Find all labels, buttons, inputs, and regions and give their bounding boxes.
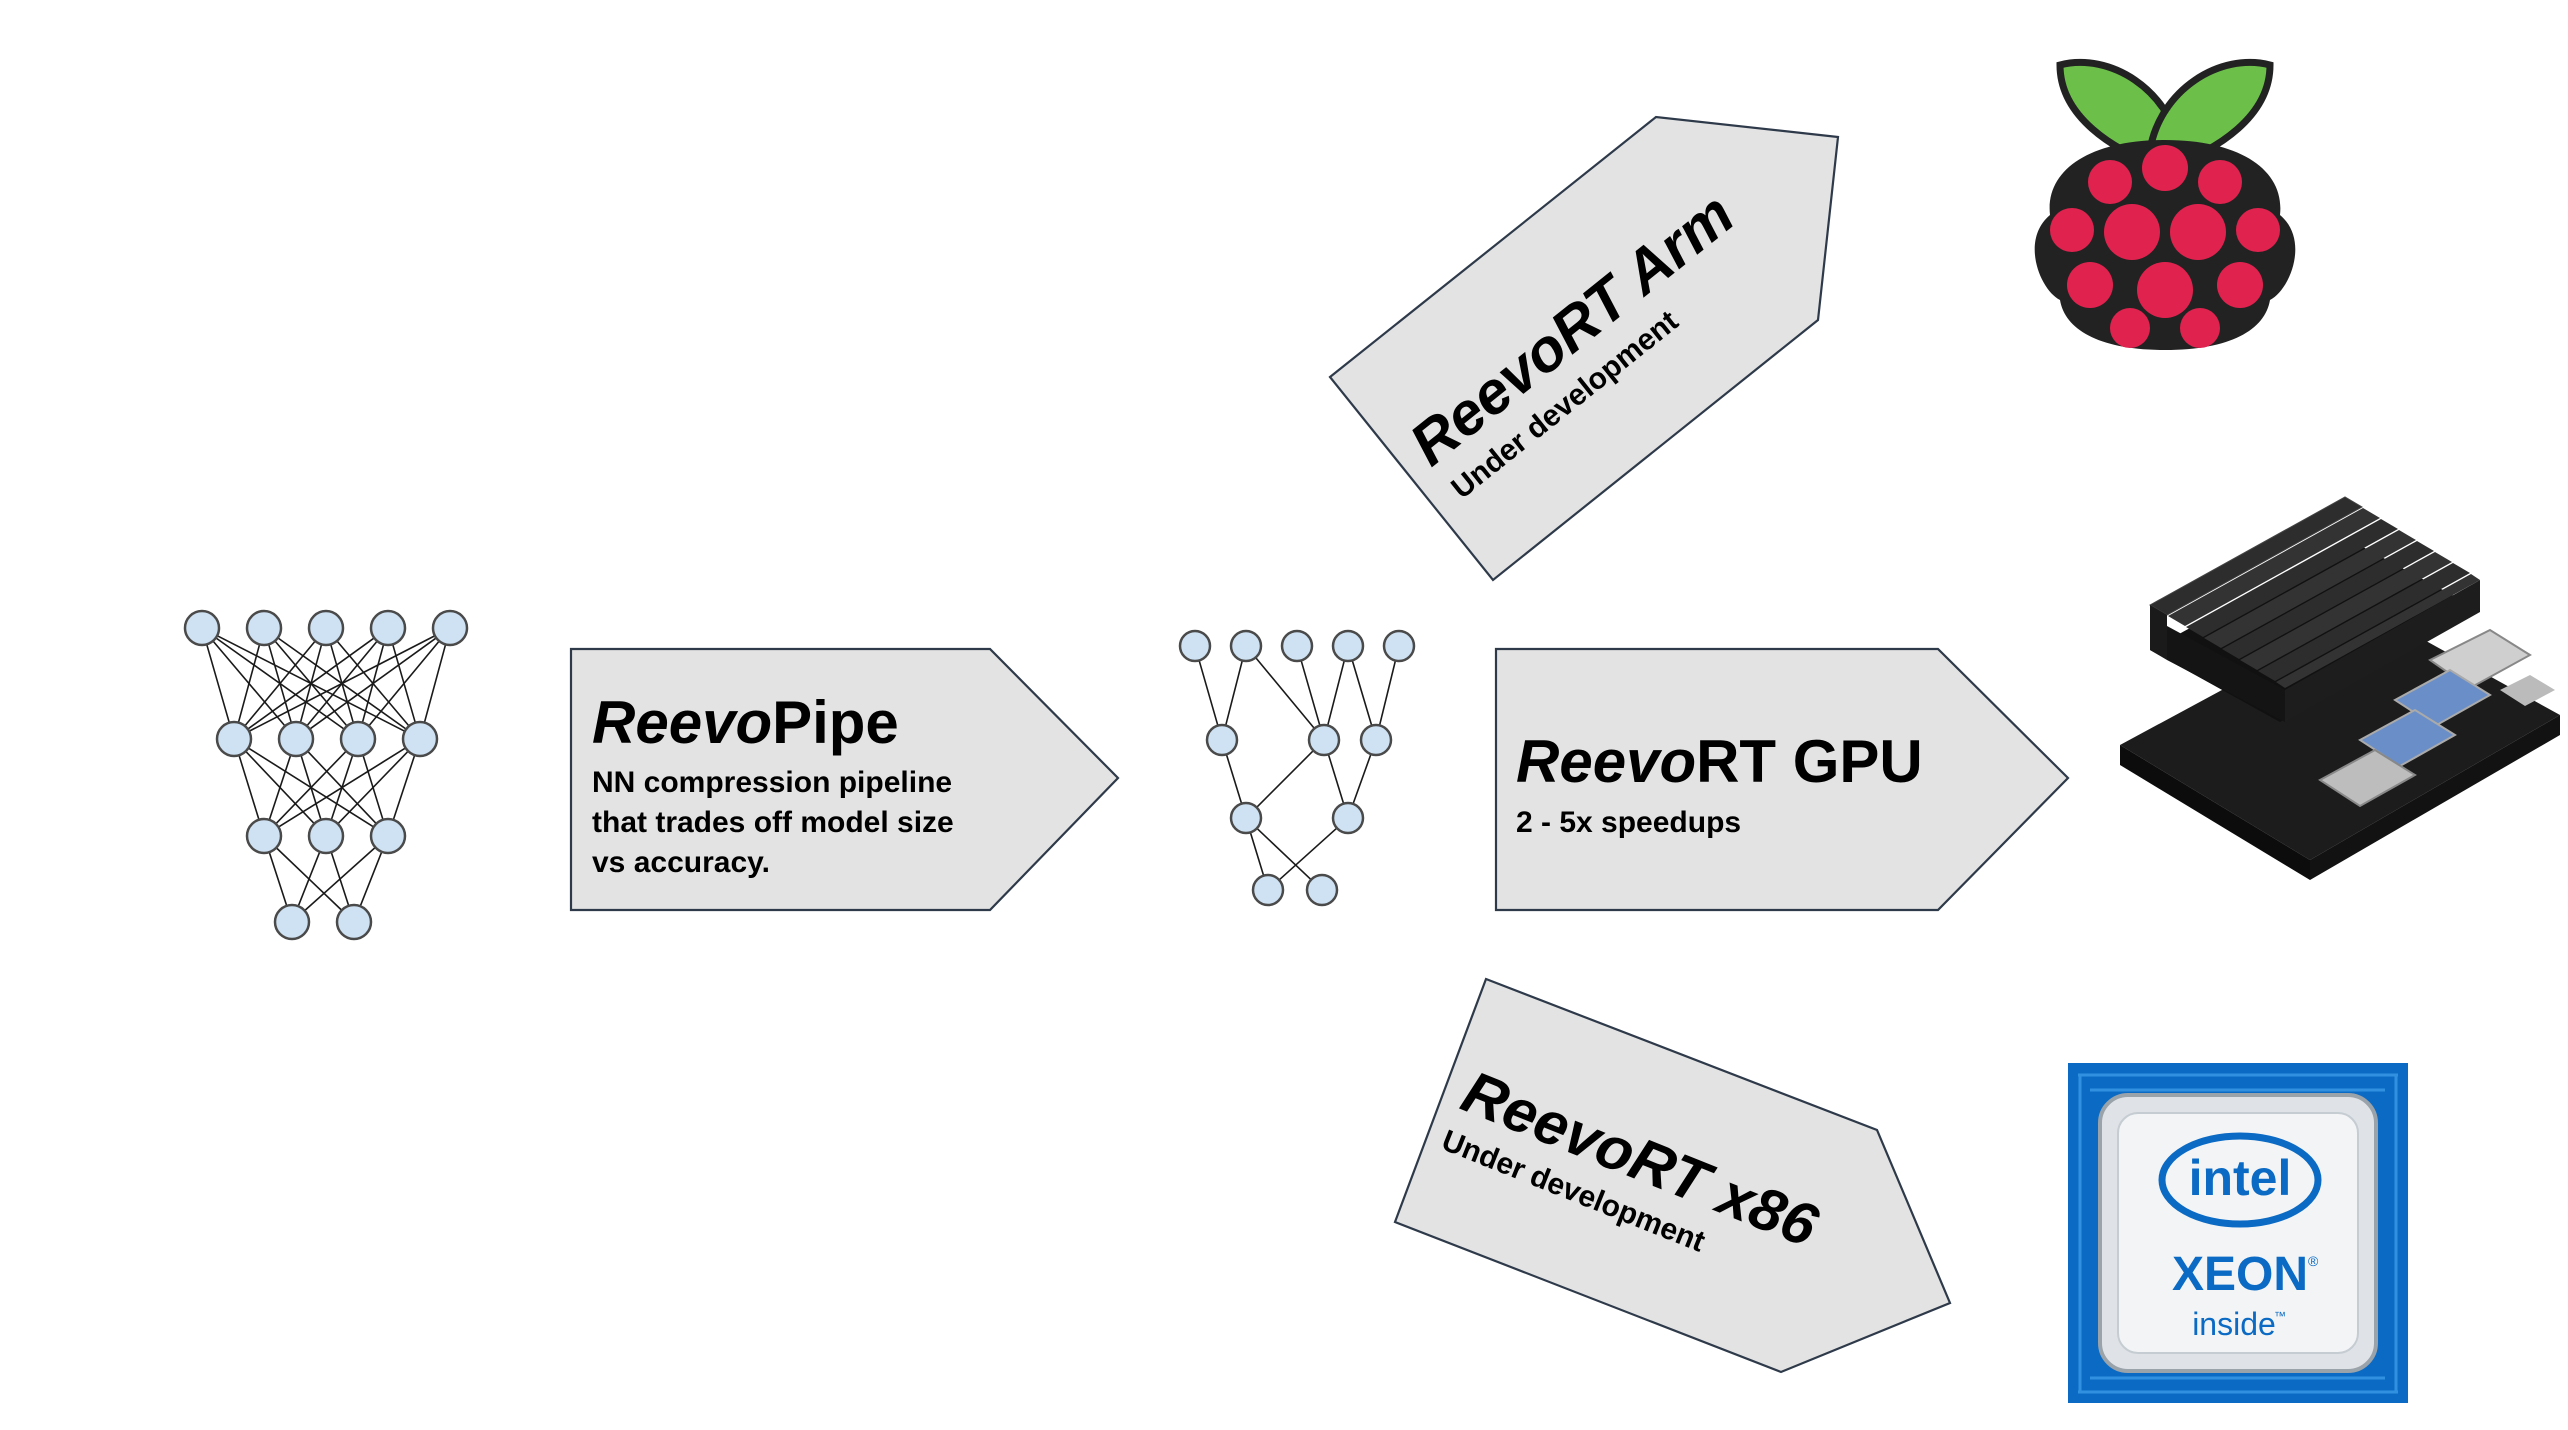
reevort-x86-arrow: ReevoRT x86 Under development	[1393, 977, 1952, 1374]
network-edge	[248, 635, 436, 732]
network-node	[1382, 629, 1416, 663]
network-node	[369, 817, 407, 855]
network-node	[215, 720, 253, 758]
network-node	[1205, 723, 1239, 757]
network-node	[339, 720, 377, 758]
network-edge	[1224, 660, 1244, 726]
network-edge	[1352, 753, 1372, 805]
network-node	[1229, 629, 1263, 663]
network-edge	[1249, 832, 1265, 876]
network-edge	[1256, 827, 1312, 881]
network-node	[335, 903, 373, 941]
network-edge	[1254, 657, 1316, 729]
network-node	[245, 609, 283, 647]
raspberry-pi-logo	[2034, 58, 2296, 350]
network-node	[307, 609, 345, 647]
reevopipe-arrow: ReevoPipe NN compression pipeline that t…	[569, 647, 1120, 912]
network-edge	[238, 755, 260, 820]
network-edge	[1278, 827, 1338, 881]
network-node	[431, 609, 469, 647]
reevopipe-line-3: vs accuracy.	[592, 846, 770, 879]
reevopipe-line-1: NN compression pipeline	[592, 766, 952, 799]
network-edge	[1351, 660, 1373, 726]
network-edge	[309, 637, 437, 730]
network-edge	[268, 851, 288, 907]
intel-brand-text: intel	[2189, 1150, 2292, 1206]
network-node	[401, 720, 439, 758]
network-edge	[247, 637, 375, 730]
network-node	[1305, 873, 1339, 907]
network-edge	[1326, 660, 1346, 726]
network-node	[1359, 723, 1393, 757]
network-node	[1178, 629, 1212, 663]
reevort-gpu-title: ReevoRT GPU	[1516, 728, 1923, 795]
full-neural-network	[183, 609, 469, 941]
reevort-arm-arrow: ReevoRT Arm Under development	[1328, 115, 1840, 582]
network-node	[1251, 873, 1285, 907]
network-edge	[1225, 754, 1243, 804]
inside-text: inside	[2192, 1306, 2276, 1342]
inside-tm-mark: ™	[2274, 1309, 2286, 1323]
network-edge	[392, 754, 416, 821]
network-edge	[1300, 660, 1321, 726]
reevopipe-title: ReevoPipe	[592, 689, 899, 756]
network-edge	[268, 754, 292, 821]
network-edge	[1198, 660, 1219, 726]
network-node	[277, 720, 315, 758]
network-node	[307, 817, 345, 855]
network-edge	[337, 750, 409, 825]
xeon-registered-mark: ®	[2308, 1253, 2319, 1269]
network-node	[183, 609, 221, 647]
network-edge	[304, 846, 376, 912]
network-edge	[244, 640, 316, 727]
network-edge	[1327, 754, 1345, 804]
network-edge	[205, 644, 231, 723]
network-node	[273, 903, 311, 941]
network-edge	[368, 640, 440, 727]
reevopipe-line-2: that trades off model size	[592, 806, 954, 839]
reevort-gpu-subtitle: 2 - 5x speedups	[1516, 806, 1741, 839]
network-edge	[1256, 750, 1314, 808]
network-edge	[297, 851, 321, 907]
network-node	[245, 817, 283, 855]
network-node	[1331, 801, 1365, 835]
xeon-text: XEON	[2172, 1248, 2308, 1301]
reevort-gpu-arrow: ReevoRT GPU 2 - 5x speedups	[1494, 647, 2070, 912]
pruned-neural-network	[1178, 629, 1416, 907]
network-node	[1280, 629, 1314, 663]
network-edge	[359, 851, 383, 907]
network-edge	[278, 747, 406, 828]
network-node	[1229, 801, 1263, 835]
intel-xeon-logo: intel XEON ® inside ™	[2068, 1063, 2408, 1403]
network-edge	[237, 644, 261, 723]
network-node	[1331, 629, 1365, 663]
network-edge	[423, 644, 447, 723]
jetson-nano-board	[2120, 496, 2560, 880]
network-node	[369, 609, 407, 647]
network-node	[1307, 723, 1341, 757]
network-edge	[1378, 660, 1397, 726]
network-edge	[275, 750, 347, 825]
